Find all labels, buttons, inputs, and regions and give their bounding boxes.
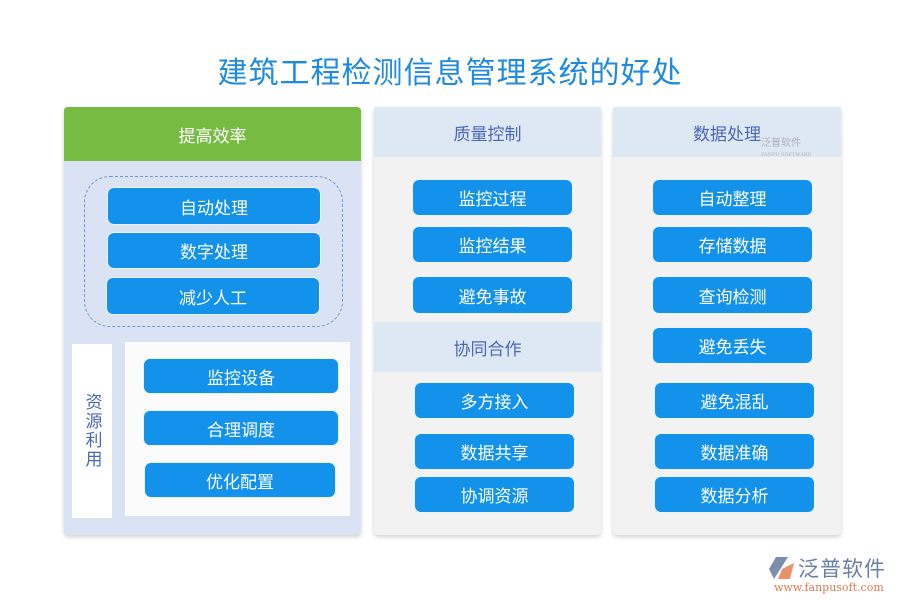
watermark-logo: 泛普软件 FANPU SOFTWARE [761,138,812,158]
item-button[interactable]: 存储数据 [653,227,812,262]
dashed-group [84,176,343,327]
item-button[interactable]: 监控结果 [413,227,572,262]
item-button[interactable]: 查询检测 [653,277,812,313]
logo-icon [769,557,794,579]
brand-logo: 泛普软件 www.fanpusoft.com [768,553,898,597]
logo-name: 泛普软件 [798,557,886,581]
item-button[interactable]: 数据共享 [415,434,574,469]
panel-efficiency: 提高效率 自动处理 数字处理 减少人工 资源利用 监控设备 合理调度 优化配置 [64,107,361,535]
item-button[interactable]: 多方接入 [415,383,574,418]
side-label-box: 资源利用 [72,344,112,518]
page-title: 建筑工程检测信息管理系统的好处 [217,56,683,91]
panel-header: 数据处理 [613,107,841,157]
item-button[interactable]: 自动处理 [108,188,320,224]
item-button[interactable]: 避免事故 [413,277,572,313]
side-label: 资源利用 [81,393,102,469]
item-button[interactable]: 避免混乱 [655,383,814,418]
item-button[interactable]: 协调资源 [415,477,574,512]
panel-quality: 质量控制 监控过程 监控结果 避免事故 协同合作 多方接入 数据共享 协调资源 [374,107,601,535]
panel-data: 数据处理 泛普软件 FANPU SOFTWARE 自动整理 存储数据 查询检测 … [613,107,841,535]
panel-header: 提高效率 [64,107,361,161]
item-button[interactable]: 优化配置 [145,463,335,497]
item-button[interactable]: 避免丢失 [653,328,812,363]
item-button[interactable]: 监控设备 [144,359,338,393]
item-button[interactable]: 减少人工 [107,278,319,314]
sub-header: 协同合作 [374,322,601,372]
item-button[interactable]: 自动整理 [653,180,812,215]
item-button[interactable]: 数据准确 [655,434,814,469]
logo-url: www.fanpusoft.com [774,581,884,594]
panel-header: 质量控制 [374,107,601,157]
item-button[interactable]: 数据分析 [655,477,814,512]
item-button[interactable]: 合理调度 [144,411,338,445]
item-button[interactable]: 监控过程 [413,180,572,215]
item-button[interactable]: 数字处理 [108,233,320,268]
